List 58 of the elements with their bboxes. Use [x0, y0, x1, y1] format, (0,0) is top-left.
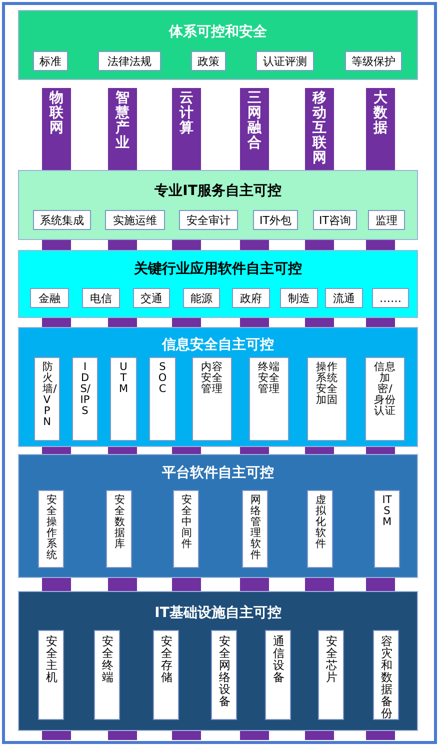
layer-title: 体系可控和安全 [168, 23, 268, 41]
layer-panel [18, 454, 418, 578]
item-box: 安全审计 [179, 210, 238, 230]
item-box: 能源 [183, 288, 220, 308]
item-box: 标准 [33, 51, 68, 71]
item-box: 电信 [82, 288, 120, 308]
item-box: 认证评测 [256, 51, 314, 71]
layer-title: 专业IT服务自主可控 [154, 182, 282, 200]
item-box: 信息加密/身份认证 [365, 357, 405, 441]
item-box: 安全中间件 [173, 490, 199, 568]
pillar-bar: 物联网 [42, 88, 71, 170]
item-box: 流通 [325, 288, 363, 308]
item-box: 安全操作系统 [38, 490, 64, 568]
item-box: UTM [110, 357, 137, 441]
layer-title: IT基础设施自主可控 [154, 604, 282, 622]
layer-title: 关键行业应用软件自主可控 [132, 260, 303, 278]
layer-title: 信息安全自主可控 [160, 336, 275, 354]
pillar-bar: 移动互联网 [305, 88, 334, 170]
item-box: SOC [149, 357, 176, 441]
item-box: 实施运维 [105, 210, 165, 230]
item-box: 安全网络设备 [211, 630, 237, 720]
layer-panel [18, 591, 418, 731]
layer-title: 平台软件自主可控 [161, 464, 275, 482]
layer-panel [18, 250, 418, 318]
item-box: 系统集成 [33, 210, 91, 230]
item-box: IDS/IPS [72, 357, 98, 441]
item-box: IT外包 [253, 210, 298, 230]
item-box: ITSM [374, 490, 400, 568]
item-box: IT咨询 [313, 210, 357, 230]
item-box: 政策 [191, 51, 226, 71]
pillar-bar: 云计算 [172, 88, 201, 170]
pillar-bar: 智慧产业 [108, 88, 137, 170]
pillar-bar: 大数据 [366, 88, 395, 170]
item-box: 金融 [30, 288, 69, 308]
item-box: 安全芯片 [318, 630, 344, 720]
item-box: 防火墙/VPN [34, 357, 60, 441]
item-box: 内容安全管理 [192, 357, 232, 441]
pillar-bar: 三网融合 [240, 88, 269, 170]
item-box: 安全数据库 [106, 490, 132, 568]
layer-panel [18, 170, 418, 240]
item-box: 容灾和数据备份 [373, 630, 399, 720]
item-box: 通信设备 [265, 630, 291, 720]
item-box: 等级保护 [345, 51, 402, 71]
item-box: 安全存储 [153, 630, 179, 720]
item-box: 终端安全管理 [249, 357, 289, 441]
item-box: 安全主机 [38, 630, 64, 720]
item-box: 操作系统安全加固 [307, 357, 347, 441]
layer-panel [18, 327, 418, 447]
item-box: 安全终端 [94, 630, 120, 720]
item-box: 监理 [368, 210, 405, 230]
item-box: 法律法规 [98, 51, 161, 71]
item-box: …… [372, 288, 409, 308]
item-box: 交通 [133, 288, 170, 308]
item-box: 制造 [280, 288, 318, 308]
layer-panel [18, 10, 418, 80]
item-box: 政府 [232, 288, 270, 308]
item-box: 虚拟化软件 [307, 490, 333, 568]
item-box: 网络管理软件 [242, 490, 268, 568]
